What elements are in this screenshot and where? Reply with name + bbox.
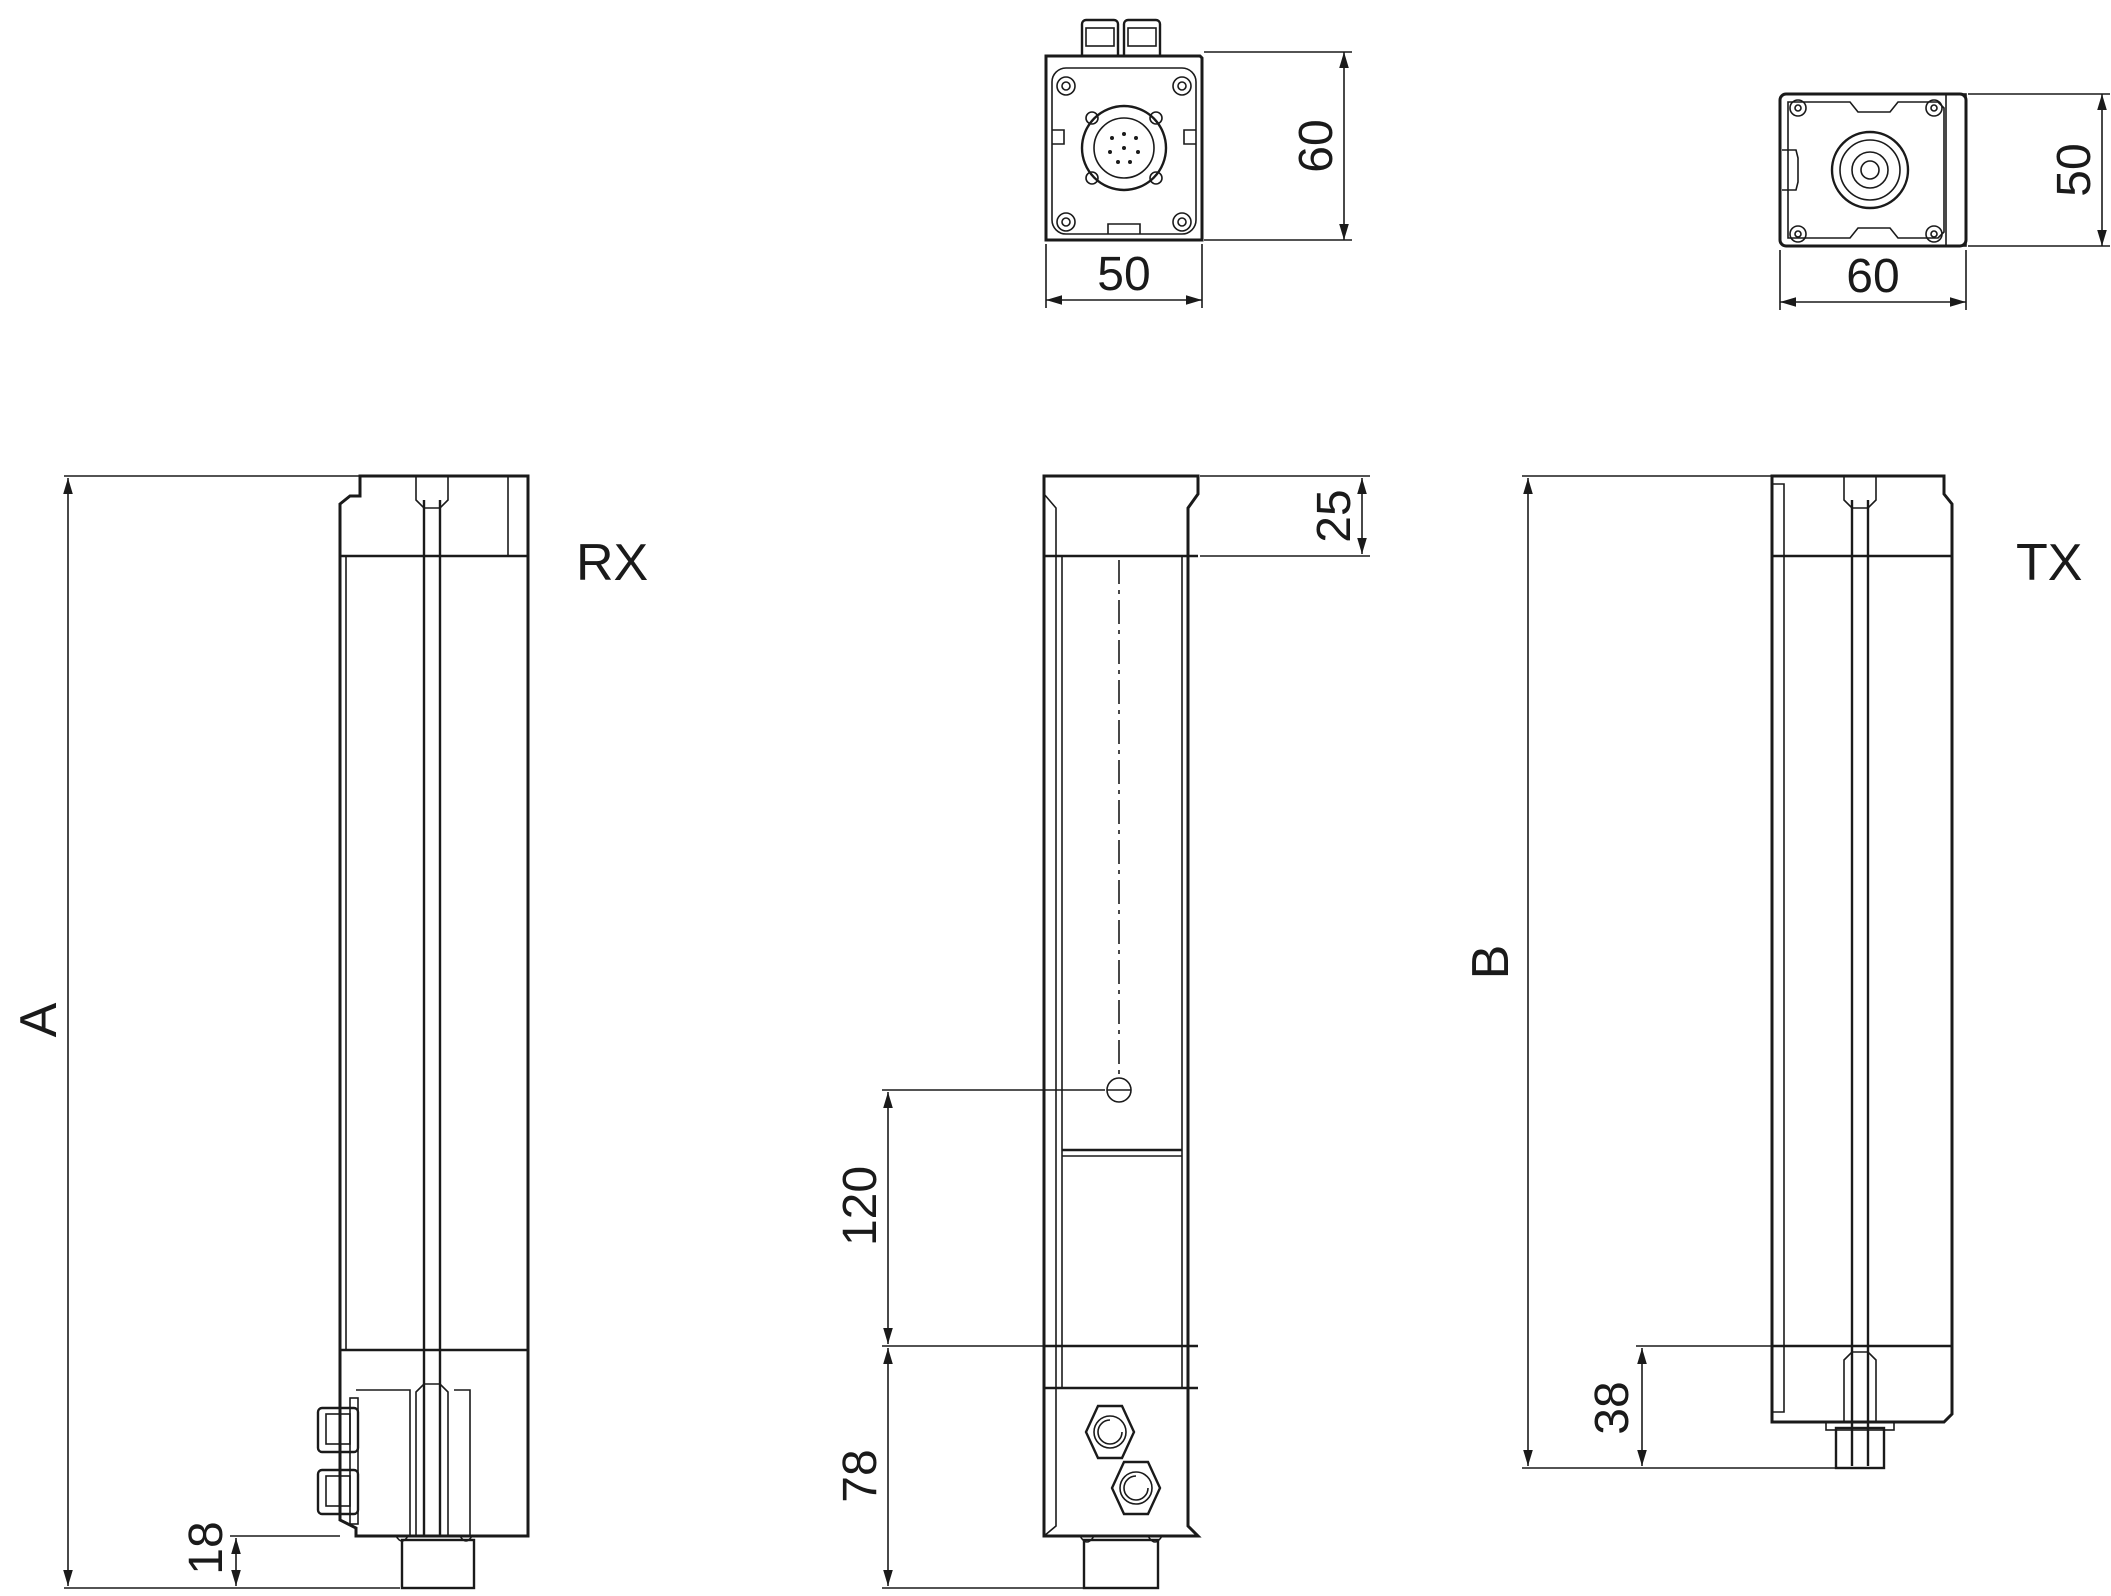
dimension-tx: B 38 TX — [1462, 475, 2082, 1469]
dim-label-b: B — [1462, 945, 1520, 980]
label-rx: RX — [576, 534, 648, 592]
dimension-top-connector: 50 60 — [1045, 51, 1352, 308]
dim-label-a: A — [10, 1002, 68, 1037]
dim-top-connector-height: 60 — [1290, 119, 1343, 172]
dim-rx-bottom: 18 — [180, 1521, 233, 1574]
top-view-tx — [1778, 92, 1968, 248]
dim-tx-bottom: 38 — [1586, 1381, 1639, 1434]
dim-front-window: 120 — [834, 1166, 887, 1246]
front-view — [1042, 474, 1202, 1590]
label-tx: TX — [2016, 534, 2082, 592]
dim-top-tx-height: 50 — [2048, 143, 2101, 196]
side-view-rx — [316, 474, 530, 1590]
dimension-rx: A 18 RX — [10, 475, 648, 1589]
dimension-top-tx: 60 50 — [1779, 93, 2110, 310]
dim-front-top: 25 — [1308, 489, 1361, 542]
dim-front-bottom: 78 — [834, 1449, 887, 1502]
side-view-tx — [1770, 474, 1954, 1470]
dim-top-tx-width: 60 — [1846, 250, 1899, 303]
dim-top-connector-width: 50 — [1097, 248, 1150, 301]
top-view-connector — [1044, 18, 1204, 242]
dimension-front: 25 120 78 — [834, 475, 1370, 1589]
